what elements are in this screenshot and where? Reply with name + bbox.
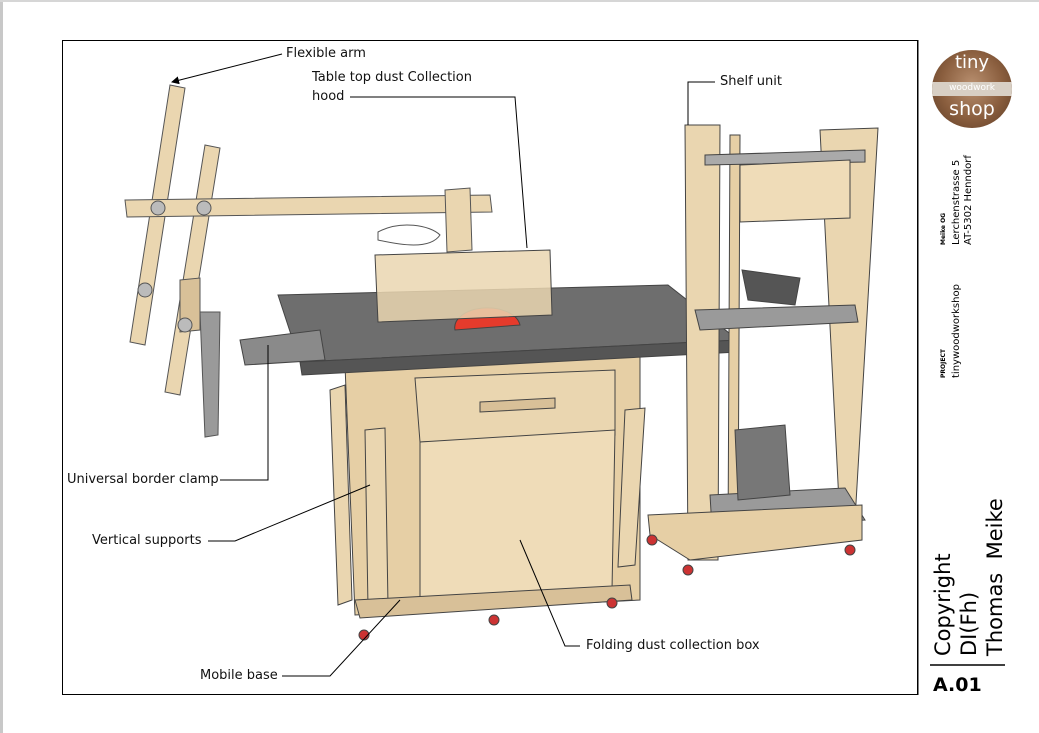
flexible-arm	[124, 84, 493, 438]
project-name: tinywoodworkshop	[951, 284, 962, 378]
callout-flexible-arm: Flexible arm	[286, 46, 366, 61]
copyright-line2: DI(Fh)	[957, 591, 981, 656]
callout-mobile-base: Mobile base	[200, 668, 278, 683]
sheet-number: A.01	[933, 674, 982, 696]
leader-lines	[171, 53, 715, 677]
callout-hood-line2: hood	[312, 89, 345, 104]
page-edge-top	[0, 0, 1039, 2]
table-saw	[239, 249, 740, 641]
callout-vertical-supports: Vertical supports	[92, 533, 202, 548]
callout-shelf-unit: Shelf unit	[720, 74, 782, 89]
shelf-unit	[646, 124, 879, 576]
copyright-line3: Thomas Meike	[983, 498, 1007, 656]
callout-dust-box: Folding dust collection box	[586, 638, 760, 653]
page-edge	[0, 0, 3, 733]
copyright-line1: Copyright	[931, 553, 955, 656]
callout-hood-line1: Table top dust Collection	[312, 70, 472, 85]
callout-border-clamp: Universal border clamp	[67, 472, 219, 487]
address-line1: Lerchenstrasse 5	[951, 159, 962, 245]
project-label: PROJECT	[940, 349, 947, 378]
company-label: Meike OG	[940, 212, 947, 245]
tiny-woodwork-shop-logo: tiny woodwork shop	[932, 50, 1012, 128]
address-line2: AT-5302 Henndorf	[963, 155, 974, 245]
